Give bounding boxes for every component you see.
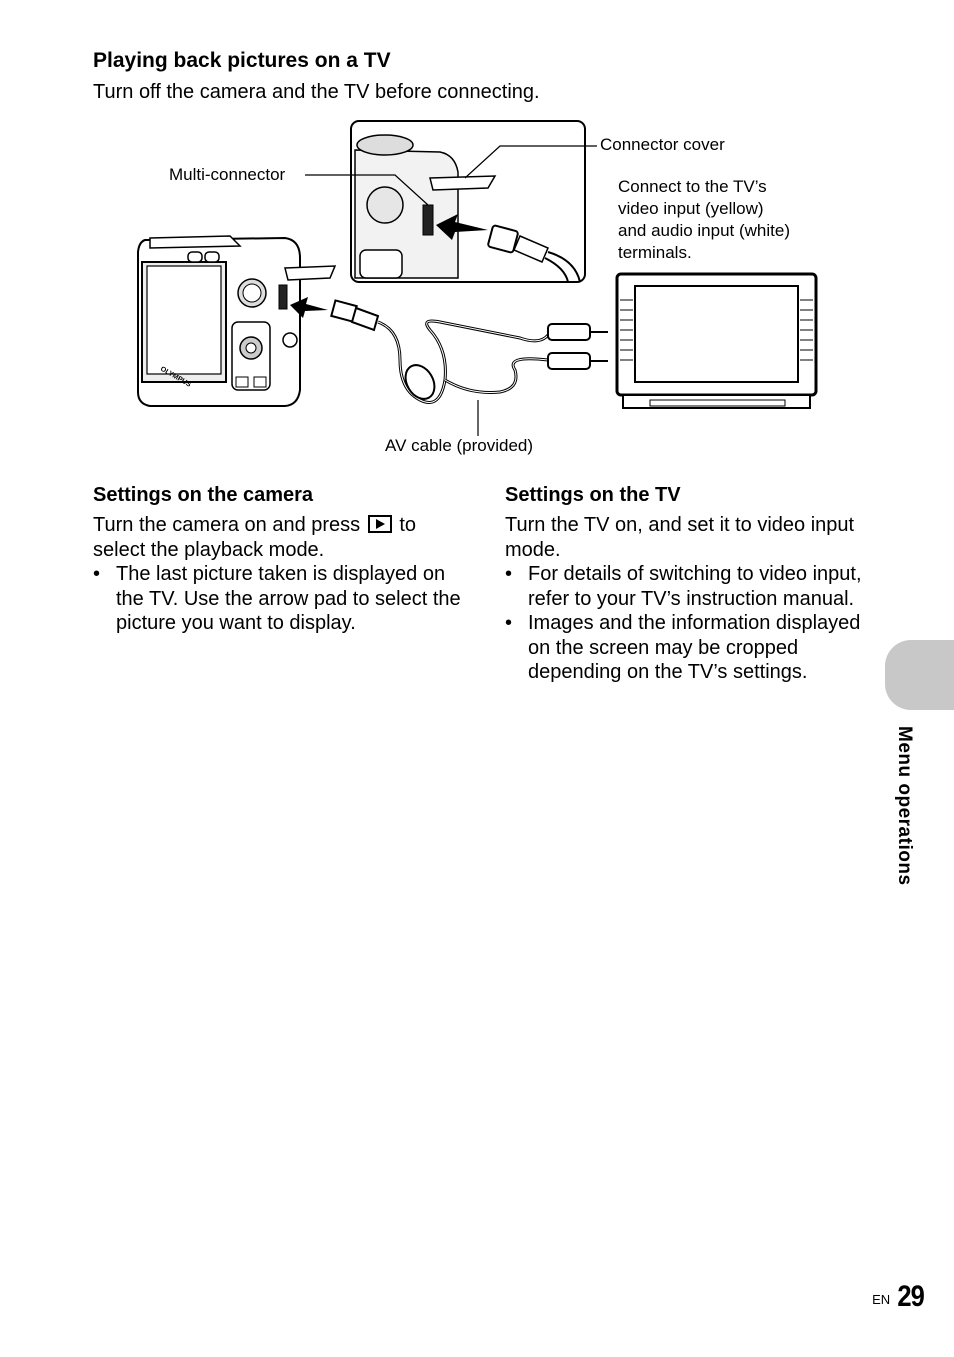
label-connector-cover: Connector cover bbox=[600, 135, 725, 154]
label-multi-connector: Multi-connector bbox=[169, 165, 286, 184]
tv-settings-section: Settings on the TV Turn the TV on, and s… bbox=[505, 484, 865, 685]
side-tab-marker bbox=[885, 640, 954, 710]
connect-note-line: video input (yellow) bbox=[618, 199, 764, 218]
camera-settings-text: Turn the camera on and press to select t… bbox=[93, 513, 463, 562]
bullet-item: The last picture taken is displayed on t… bbox=[93, 562, 463, 636]
camera-settings-text-after: to select the playback mode. bbox=[93, 514, 416, 561]
camera-illustration: OLYMPUS bbox=[137, 235, 337, 407]
arrow-inset-icon bbox=[436, 214, 488, 240]
page-number: 29 bbox=[896, 1280, 925, 1313]
tv-settings-heading: Settings on the TV bbox=[505, 484, 681, 506]
multi-connector-leader bbox=[305, 174, 429, 206]
camera-settings-text-before: Turn the camera on and press bbox=[93, 514, 361, 536]
camera-settings-heading: Settings on the camera bbox=[93, 484, 314, 506]
tv-settings-bullets: For details of switching to video input,… bbox=[505, 562, 865, 685]
connect-note-line: terminals. bbox=[618, 243, 692, 262]
zoom-inset bbox=[350, 120, 586, 283]
arrow-camera-icon bbox=[290, 297, 328, 318]
tv-settings-text: Turn the TV on, and set it to video inpu… bbox=[505, 514, 855, 561]
bullet-item: Images and the information displayed on … bbox=[505, 611, 865, 685]
language-label: EN bbox=[872, 1292, 891, 1307]
section-title: Playing back pictures on a TV bbox=[93, 49, 391, 72]
intro-text: Turn off the camera and the TV before co… bbox=[93, 81, 540, 103]
camera-settings-bullets: The last picture taken is displayed on t… bbox=[93, 562, 463, 636]
side-tab-label: Menu operations bbox=[894, 726, 915, 886]
tv-illustration bbox=[615, 272, 818, 409]
page-footer: EN 29 bbox=[872, 1280, 926, 1314]
label-connect-note: Connect to the TV’s video input (yellow)… bbox=[618, 176, 790, 264]
camera-settings-section: Settings on the camera Turn the camera o… bbox=[93, 484, 463, 636]
connection-diagram: OLYMPUS bbox=[137, 120, 818, 436]
bullet-item: For details of switching to video input,… bbox=[505, 562, 865, 611]
av-cable-illustration bbox=[330, 299, 608, 404]
label-av-cable: AV cable (provided) bbox=[385, 436, 534, 455]
playback-button-icon bbox=[367, 515, 392, 533]
connect-note-line: Connect to the TV’s bbox=[618, 177, 767, 196]
connect-note-line: and audio input (white) bbox=[618, 221, 791, 240]
connector-cover-leader bbox=[464, 145, 597, 179]
